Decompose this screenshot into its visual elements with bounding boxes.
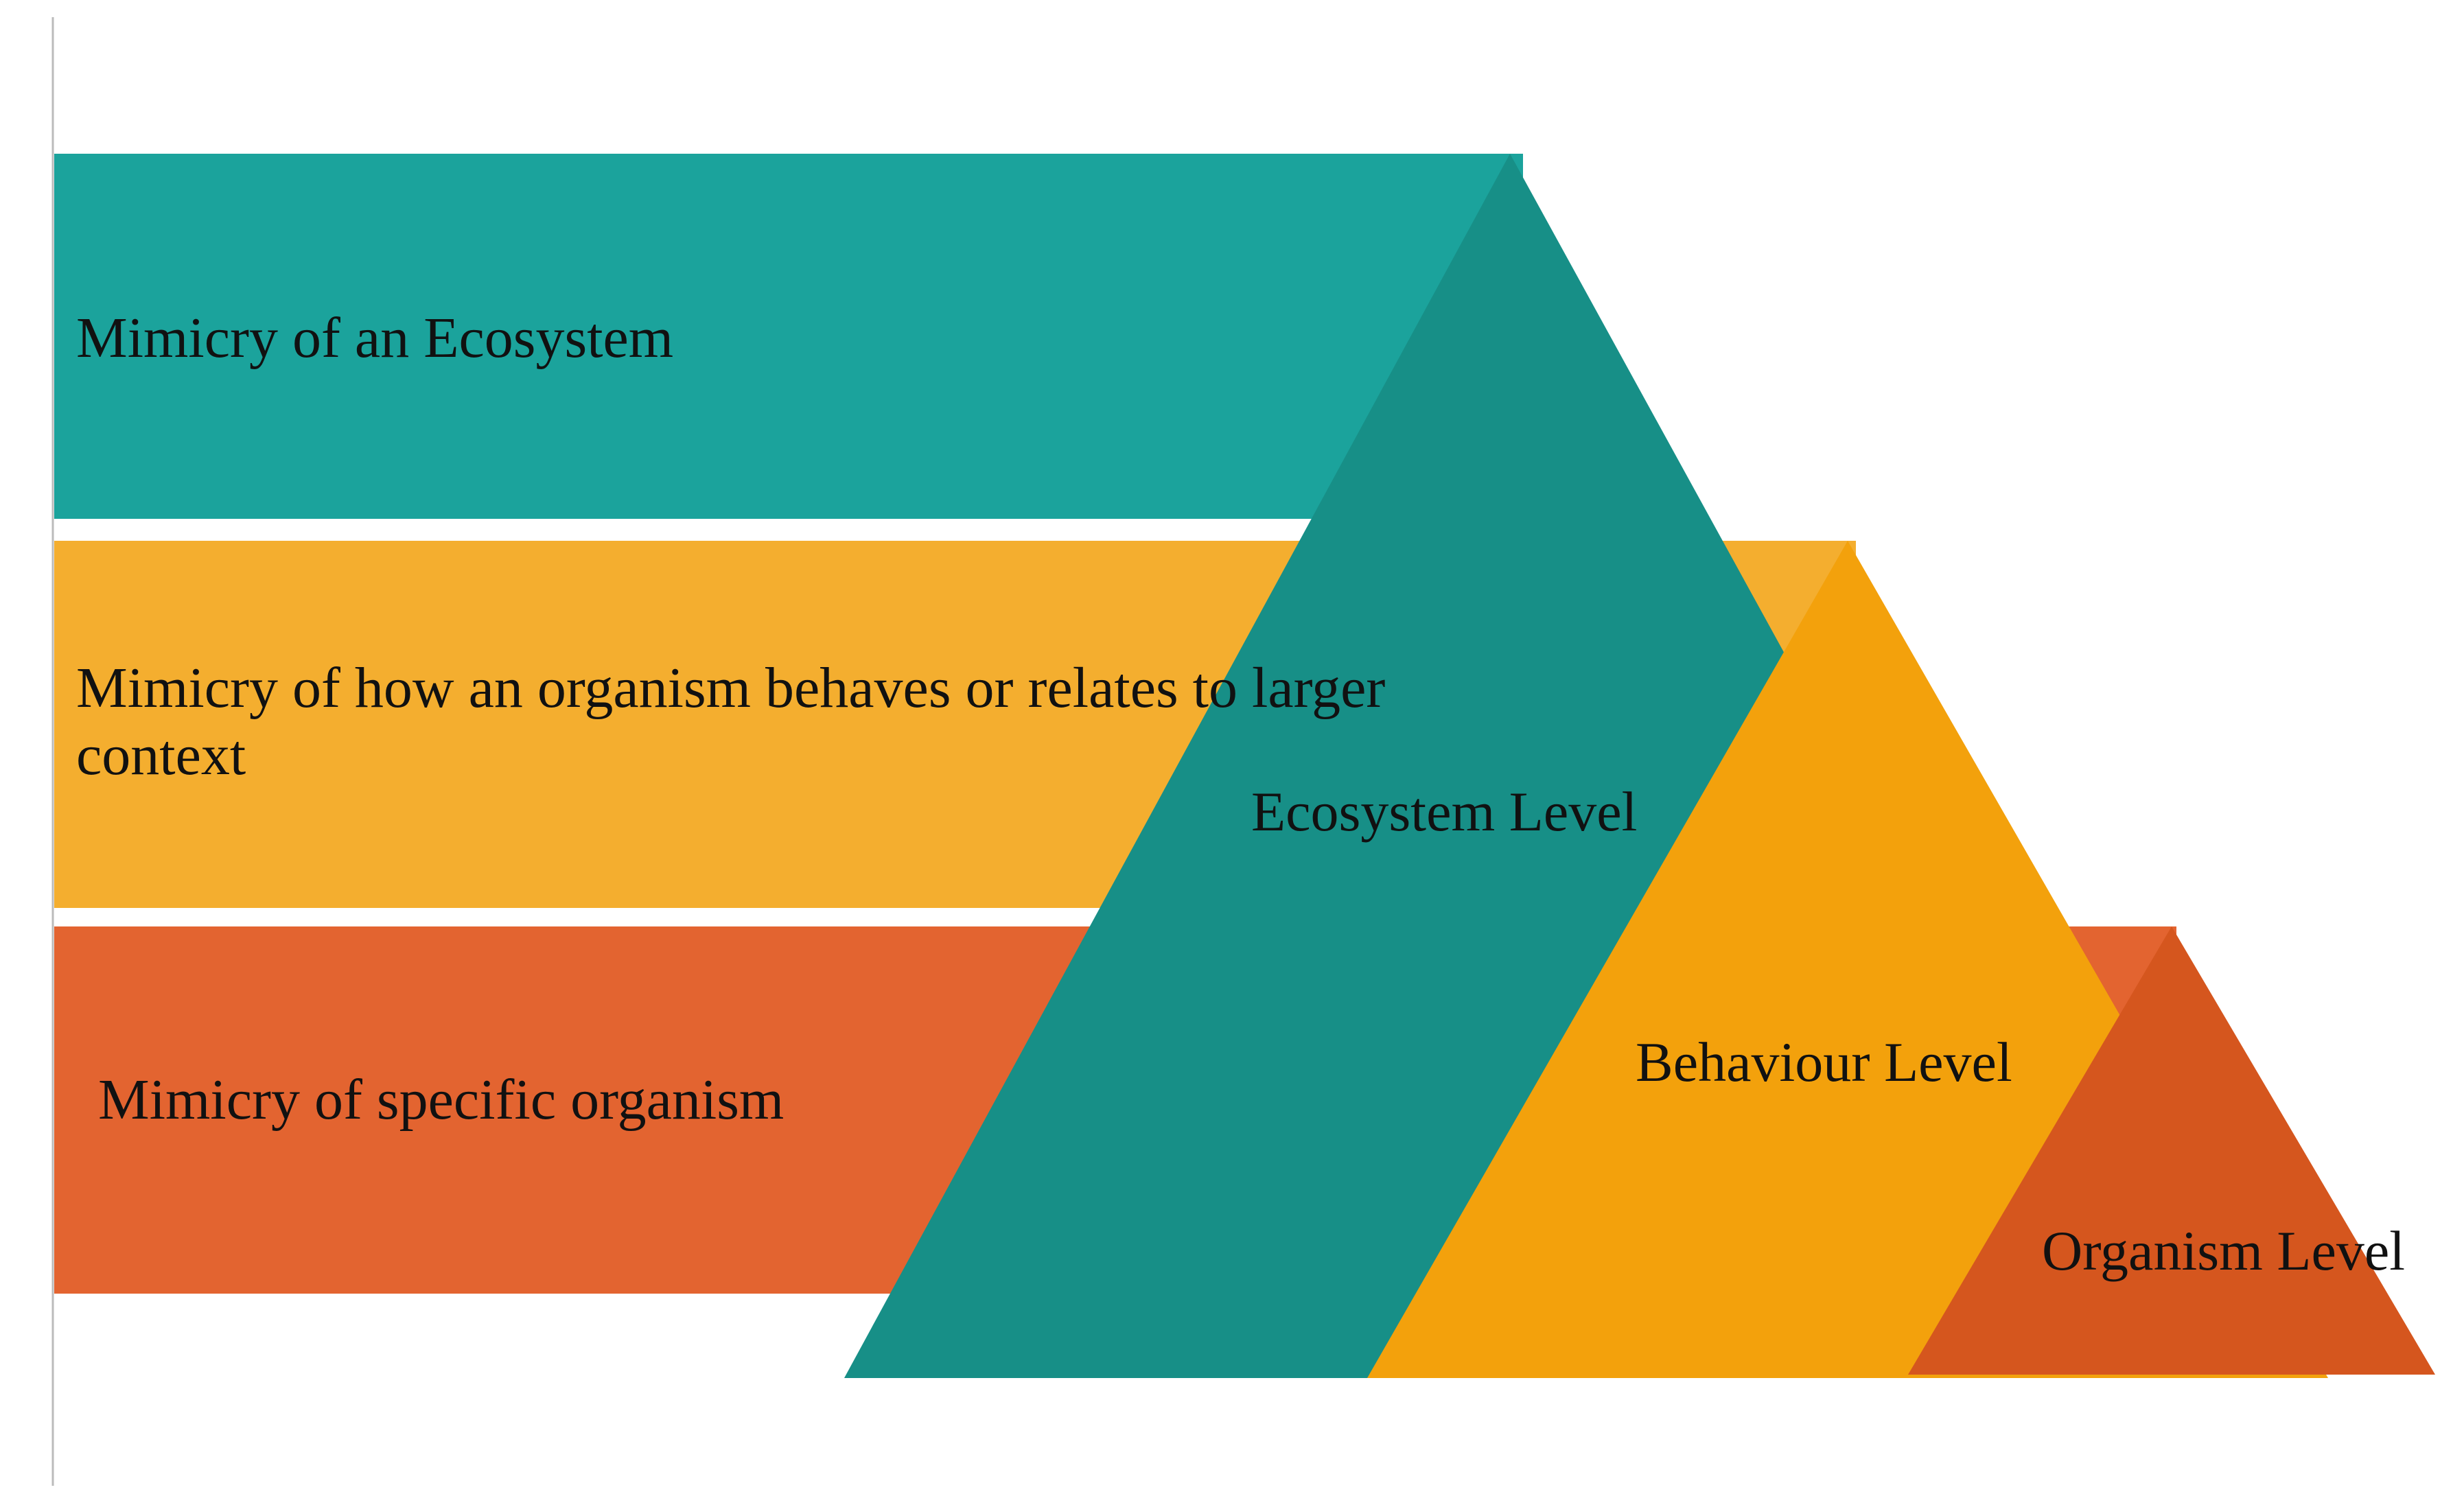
band-label-behaviour-line1: Mimicry of how an organism behaves or re… [76,656,1385,720]
triangle-organism-level [1908,926,2435,1375]
level-label-behaviour: Behaviour Level [1636,1031,2012,1093]
band-label-behaviour-line2: context [76,723,246,787]
level-label-organism: Organism Level [2042,1220,2405,1282]
band-label-organism: Mimicry of specific organism [98,1068,784,1132]
band-label-ecosystem: Mimicry of an Ecosystem [76,306,673,370]
band-ecosystem [54,154,1523,519]
level-label-ecosystem: Ecosystem Level [1251,780,1637,843]
